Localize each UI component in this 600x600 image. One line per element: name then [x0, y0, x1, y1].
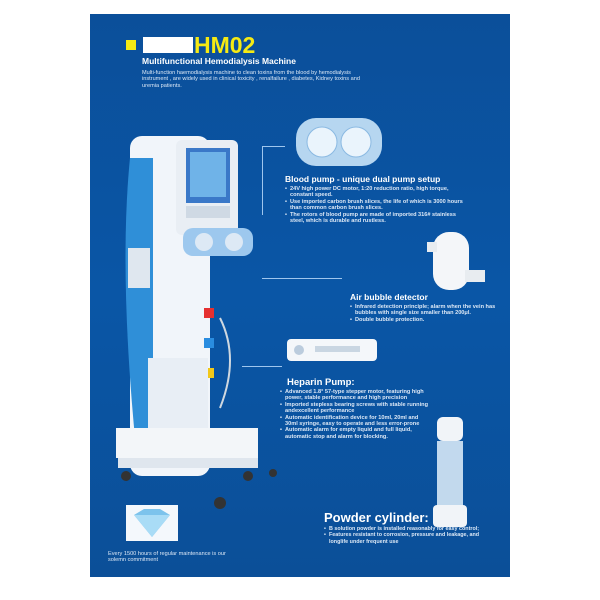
feature-title: Blood pump - unique dual pump setup: [285, 174, 441, 184]
feature-bullet: 24V high power DC motor, 1:20 reduction …: [285, 186, 470, 199]
connector-line: [262, 146, 285, 215]
feature-heparin-pump: Heparin Pump: Advanced 1.8° 57-type step…: [280, 377, 430, 440]
feature-bullets: Advanced 1.8° 57-type stepper motor, fea…: [280, 389, 430, 440]
diamond-image: [126, 505, 178, 541]
bullet-square: [126, 40, 136, 50]
connector-line: [242, 366, 282, 367]
description: Multi-function haemodialysis machine to …: [142, 70, 360, 89]
brand-logo-blank: [143, 37, 193, 53]
feature-bullet: Infrared detection principle; alarm when…: [350, 304, 500, 317]
connector-line: [262, 278, 342, 279]
blood-pump-image: [296, 118, 382, 166]
heparin-pump-image: [287, 339, 377, 361]
feature-title: Air bubble detector: [350, 292, 428, 302]
feature-title: Heparin Pump:: [287, 377, 355, 388]
maintenance-text: Every 1500 hours of regular maintenance …: [108, 551, 226, 564]
feature-bullets: 24V high power DC motor, 1:20 reduction …: [285, 186, 470, 224]
feature-bullet: Features resistant to corrosion, pressur…: [324, 532, 489, 545]
feature-bullet: B solution powder is installed reasonabl…: [324, 526, 489, 533]
feature-bullets: Infrared detection principle; alarm when…: [350, 304, 500, 324]
feature-bullet: Automatic identification device for 10ml…: [280, 415, 430, 428]
feature-title: Powder cylinder:: [324, 510, 429, 525]
feature-bullet: Automatic alarm for empty liquid and ful…: [280, 427, 430, 440]
feature-powder-cylinder: Powder cylinder: B solution powder is in…: [324, 510, 489, 545]
feature-blood-pump: Blood pump - unique dual pump setup 24V …: [285, 174, 470, 224]
feature-bullets: B solution powder is installed reasonabl…: [324, 526, 489, 545]
feature-bullet: Advanced 1.8° 57-type stepper motor, fea…: [280, 389, 430, 402]
hemodialysis-machine-image: [116, 136, 277, 509]
subtitle: Multifunctional Hemodialysis Machine: [142, 56, 296, 66]
model-title: HM02: [194, 32, 256, 58]
feature-air-bubble: Air bubble detector Infrared detection p…: [350, 292, 500, 324]
powder-cylinder-image: [433, 417, 467, 527]
feature-bullet: The rotors of blood pump are made of imp…: [285, 212, 470, 225]
feature-bullet: Use imported carbon brush slices, the li…: [285, 199, 470, 212]
feature-bullet: Imported stepless bearing screws with st…: [280, 402, 430, 415]
feature-bullet: Double bubble protection.: [350, 317, 500, 324]
air-bubble-detector-image: [427, 232, 485, 290]
